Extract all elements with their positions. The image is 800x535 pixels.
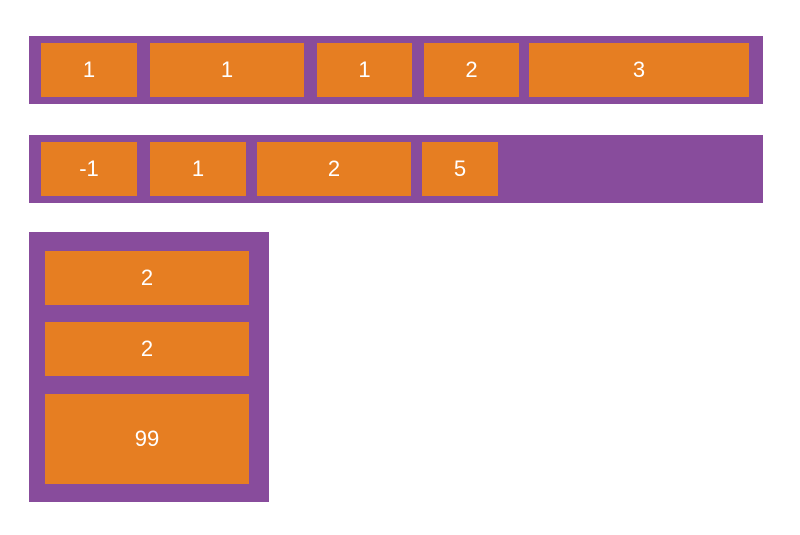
flex-item: 2	[257, 142, 411, 196]
flex-item: 2	[45, 322, 249, 376]
flex-item: 1	[150, 142, 246, 196]
flex-item: 1	[317, 43, 412, 97]
flex-item: 3	[529, 43, 749, 97]
flex-item: -1	[41, 142, 137, 196]
flex-item: 1	[41, 43, 137, 97]
flex-column-container: 2 2 99	[29, 232, 269, 502]
flex-item: 2	[424, 43, 519, 97]
flex-item: 5	[422, 142, 498, 196]
flex-item: 99	[45, 394, 249, 484]
flex-row-container-1: 1 1 1 2 3	[29, 36, 763, 104]
flex-item: 2	[45, 251, 249, 305]
flex-item: 1	[150, 43, 304, 97]
flex-row-container-2: -1 1 2 5	[29, 135, 763, 203]
